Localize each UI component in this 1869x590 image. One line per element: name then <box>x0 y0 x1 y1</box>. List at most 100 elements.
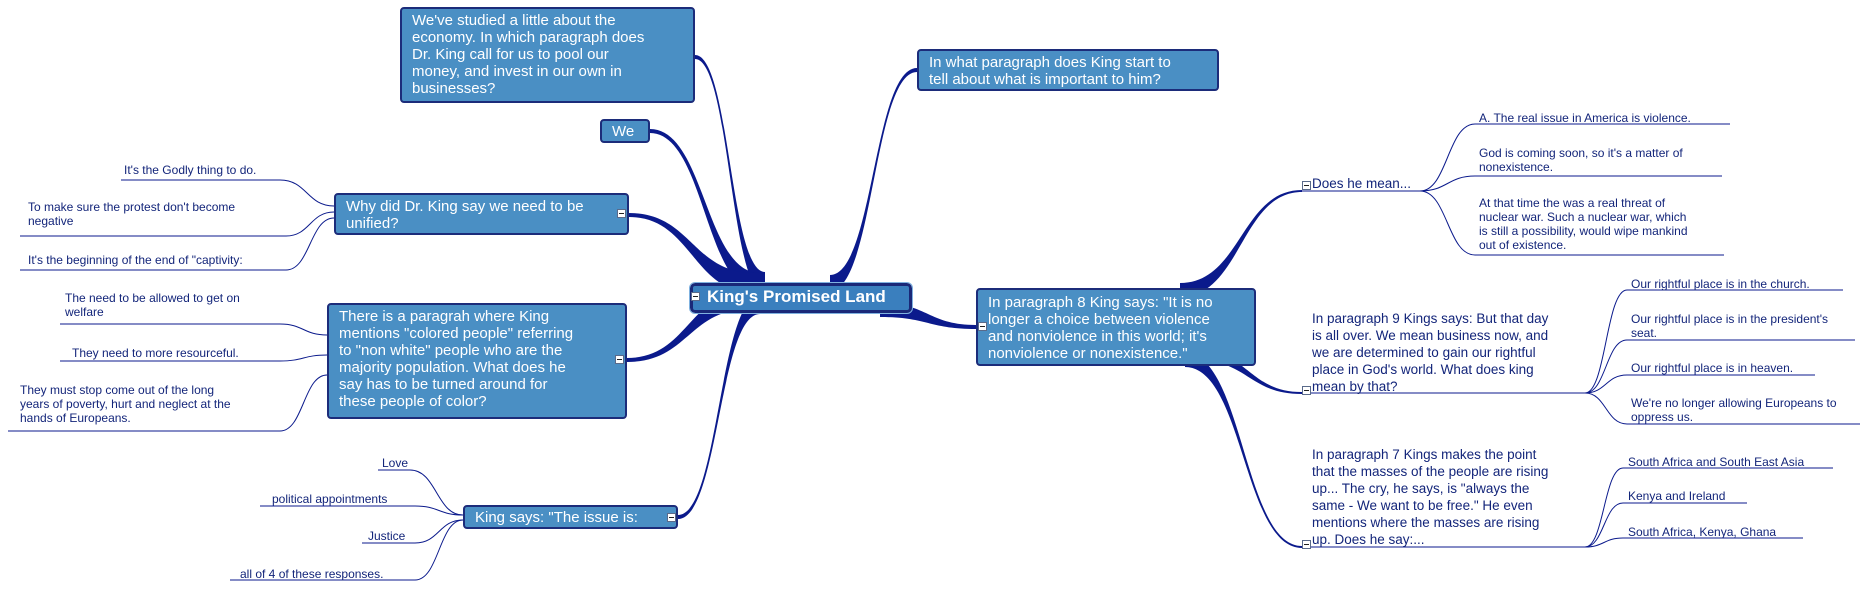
topic-text-line: unified? <box>346 215 399 232</box>
answer-real-issue-violence[interactable]: A. The real issue in America is violence… <box>1479 111 1691 125</box>
leaf-text-line: years of poverty, hurt and neglect at th… <box>20 397 231 411</box>
topic-important-question[interactable]: In what paragraph does King start to tel… <box>917 49 1219 91</box>
collapse-toggle-paragraph-8[interactable] <box>978 322 987 331</box>
answer-place-president-seat[interactable]: Our rightful place is in the president's… <box>1631 312 1828 340</box>
leaf-text-line: It's the Godly thing to do. <box>124 163 257 177</box>
leaf-text-line: To make sure the protest don't become <box>28 200 236 214</box>
leaf-text-line: seat. <box>1631 326 1658 340</box>
answer-nuclear-war[interactable]: At that time the was a real threat of nu… <box>1479 196 1688 252</box>
answer-place-heaven[interactable]: Our rightful place is in heaven. <box>1631 361 1793 375</box>
leaf-text-line: They must stop come out of the long <box>20 383 215 397</box>
topic-text-line: majority population. What does he <box>339 359 566 376</box>
leaf-connector <box>20 211 335 237</box>
leaf-connector <box>8 374 328 432</box>
leaf-text-line: Justice <box>368 529 406 543</box>
leaf-text-line: Our rightful place is in the church. <box>1631 277 1810 291</box>
leaf-text-line: South Africa, Kenya, Ghana <box>1628 525 1777 539</box>
answer-god-coming-soon[interactable]: God is coming soon, so it's a matter of … <box>1479 146 1683 174</box>
topic-text-line: and nonviolence in this world; it's <box>988 328 1207 345</box>
collapse-toggle-issue[interactable] <box>667 513 676 522</box>
subtopic-text-line: In paragraph 9 Kings says: But that day <box>1312 311 1549 326</box>
answer-more-resourceful[interactable]: They need to more resourceful. <box>72 346 239 360</box>
central-topic[interactable]: King's Promised Land <box>689 282 913 314</box>
topic-text-line: to "non white" people who are the <box>339 342 563 359</box>
topic-text-line: economy. In which paragraph does <box>412 29 645 46</box>
topic-text-line: mentions "colored people" referring <box>339 325 574 342</box>
collapse-toggle-unified[interactable] <box>617 209 626 218</box>
topic-unified-question[interactable]: Why did Dr. King say we need to be unifi… <box>334 193 629 235</box>
branch-connector <box>830 68 917 291</box>
leaf-text-line: God is coming soon, so it's a matter of <box>1479 146 1683 160</box>
leaf-text-line: Our rightful place is in the president's <box>1631 312 1829 326</box>
subtopic-text-line: In paragraph 7 Kings makes the point <box>1312 447 1537 462</box>
leaf-connector <box>1584 374 1815 394</box>
answer-end-of-captivity[interactable]: It's the beginning of the end of "captiv… <box>28 253 243 267</box>
leaf-connector <box>20 217 335 271</box>
subtopic-text-line: Does he mean... <box>1312 176 1412 191</box>
branch-connector <box>678 296 760 519</box>
branch-connector <box>695 55 765 294</box>
collapse-toggle-paragraph-7[interactable] <box>1302 540 1311 549</box>
topic-issue-question[interactable]: King says: "The issue is: <box>463 505 678 529</box>
topic-text-line: these people of color? <box>339 393 487 410</box>
answer-south-africa-kenya-ghana[interactable]: South Africa, Kenya, Ghana <box>1628 525 1776 539</box>
answer-no-longer-oppressed[interactable]: We're no longer allowing Europeans to op… <box>1631 396 1837 424</box>
collapse-toggle-paragraph-9[interactable] <box>1302 386 1311 395</box>
subtopic-paragraph-7[interactable]: In paragraph 7 Kings makes the point tha… <box>1312 446 1548 548</box>
leaf-text-line: is still a possibility, would wipe manki… <box>1479 224 1688 238</box>
topic-text-line: longer a choice between violence <box>988 311 1210 328</box>
collapse-toggle-does-he-mean[interactable] <box>1302 181 1311 190</box>
answer-south-africa-asia[interactable]: South Africa and South East Asia <box>1628 455 1804 469</box>
subtopic-does-he-mean[interactable]: Does he mean... <box>1312 175 1411 192</box>
topic-text-line: money, and invest in our own in <box>412 63 622 80</box>
subtopic-text-line: mentions where the masses are rising <box>1312 515 1540 530</box>
topic-text-line: We've studied a little about the <box>412 12 616 29</box>
topic-text-line: businesses? <box>412 80 496 97</box>
answer-godly-thing[interactable]: It's the Godly thing to do. <box>124 163 256 177</box>
topic-economy-question[interactable]: We've studied a little about the economy… <box>400 7 695 103</box>
answer-welfare[interactable]: The need to be allowed to get on welfare <box>65 291 240 319</box>
collapse-toggle-central[interactable] <box>691 292 700 301</box>
leaf-text-line: They need to more resourceful. <box>72 346 239 360</box>
answer-place-church[interactable]: Our rightful place is in the church. <box>1631 277 1810 291</box>
topic-we[interactable]: We <box>600 119 650 143</box>
leaf-text-line: A. The real issue in America is violence… <box>1479 111 1691 125</box>
collapse-toggle-colored[interactable] <box>615 355 624 364</box>
topic-text-line: Why did Dr. King say we need to be <box>346 198 584 215</box>
answer-poverty-neglect[interactable]: They must stop come out of the long year… <box>20 383 231 425</box>
leaf-text-line: oppress us. <box>1631 410 1694 424</box>
leaf-connector <box>60 354 328 362</box>
leaf-text-line: political appointments <box>272 492 388 506</box>
leaf-text-line: Kenya and Ireland <box>1628 489 1726 503</box>
answer-justice[interactable]: Justice <box>368 529 405 543</box>
leaf-text-line: all of 4 of these responses. <box>240 567 384 581</box>
topic-text-line: nonviolence or nonexistence." <box>988 345 1188 362</box>
leaf-connector <box>121 179 335 207</box>
branch-connector <box>1185 353 1302 548</box>
leaf-connector <box>378 469 464 516</box>
leaf-connector <box>1584 467 1833 548</box>
leaf-connector <box>362 519 464 544</box>
topic-colored-people-question[interactable]: There is a paragrah where King mentions … <box>327 303 627 419</box>
leaf-connector <box>1584 502 1747 548</box>
leaf-connector <box>1419 175 1722 192</box>
subtopic-text-line: place in God's world. What does king <box>1312 362 1534 377</box>
subtopic-text-line: same - We want to be free." He even <box>1312 498 1533 513</box>
branch-connector <box>629 213 755 293</box>
leaf-text-line: Love <box>382 456 409 470</box>
answer-all-four[interactable]: all of 4 of these responses. <box>240 567 383 581</box>
subtopic-paragraph-9[interactable]: In paragraph 9 Kings says: But that day … <box>1312 310 1548 395</box>
leaf-text-line: nonexistence. <box>1479 160 1554 174</box>
central-topic-label: King's Promised Land <box>707 287 886 306</box>
answer-kenya-ireland[interactable]: Kenya and Ireland <box>1628 489 1725 503</box>
answer-protest-negative[interactable]: To make sure the protest don't become ne… <box>28 200 235 228</box>
leaf-text-line: At that time the was a real threat of <box>1479 196 1666 210</box>
leaf-connector <box>260 505 464 516</box>
answer-love[interactable]: Love <box>382 456 408 470</box>
answer-political-appointments[interactable]: political appointments <box>272 492 387 506</box>
subtopic-text-line: we are determined to gain our rightful <box>1312 345 1536 360</box>
topic-paragraph-8[interactable]: In paragraph 8 King says: "It is no long… <box>976 288 1256 366</box>
leaf-connector <box>1584 392 1860 425</box>
leaf-text-line: welfare <box>65 305 104 319</box>
